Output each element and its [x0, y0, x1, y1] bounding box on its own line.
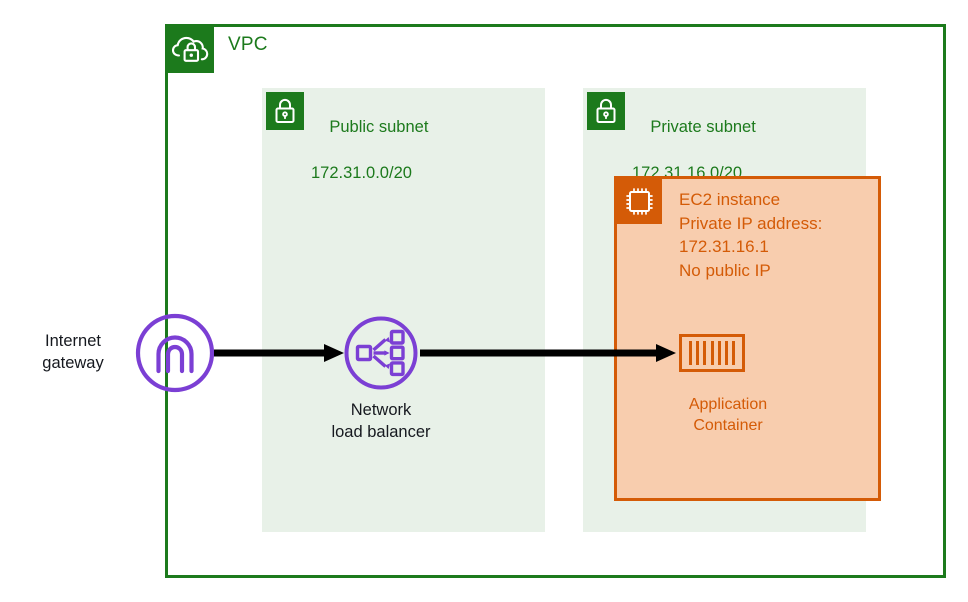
ec2-instance-details: EC2 instance Private IP address: 172.31.…: [679, 190, 823, 280]
container-bar: [696, 341, 700, 365]
application-container-icon: [679, 334, 745, 372]
vpc-label: VPC: [228, 34, 268, 55]
application-container-label: Application Container: [688, 396, 768, 434]
vpc-cloud-lock-icon: [168, 27, 214, 73]
public-subnet-name: Public subnet: [329, 118, 429, 136]
public-subnet-cidr: 172.31.0.0/20: [311, 164, 412, 182]
vpc-boundary: [165, 24, 946, 578]
ec2-chip-icon: [617, 179, 662, 224]
network-load-balancer-icon: [344, 316, 418, 390]
public-subnet-lock-icon: [266, 92, 304, 130]
internet-gateway-label: Internet gateway: [42, 332, 104, 372]
container-bar: [710, 341, 714, 365]
arrow-gateway-to-load-balancer: [214, 340, 346, 371]
container-bar: [703, 341, 707, 365]
private-subnet-lock-icon: [587, 92, 625, 130]
arrow-load-balancer-to-container: [420, 340, 678, 371]
network-load-balancer-label: Network load balancer: [331, 401, 431, 441]
public-subnet-region: [262, 88, 545, 532]
ec2-instance-box: [614, 176, 881, 501]
private-subnet-name: Private subnet: [650, 118, 756, 136]
container-bar: [731, 341, 735, 365]
container-bar: [689, 341, 693, 365]
public-subnet-label: Public subnet 172.31.0.0/20: [311, 93, 428, 231]
internet-gateway-icon: [135, 313, 215, 393]
container-bar: [724, 341, 728, 365]
container-bar: [717, 341, 721, 365]
